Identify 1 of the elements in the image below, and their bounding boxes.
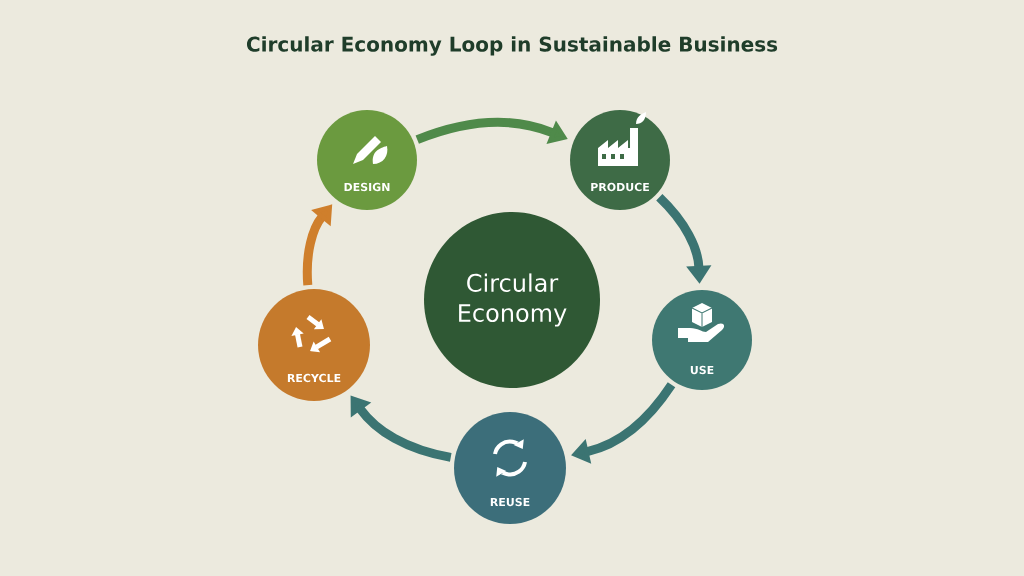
title: Circular Economy Loop in Sustainable Business bbox=[247, 36, 778, 56]
